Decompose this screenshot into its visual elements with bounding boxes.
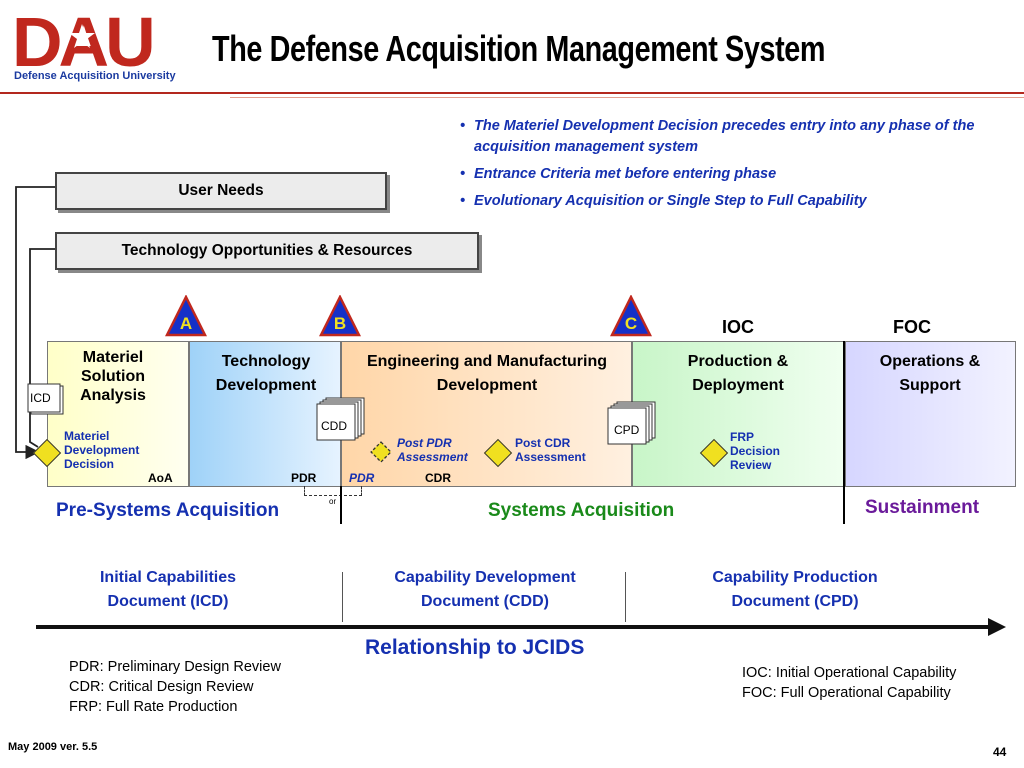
bullet-list: The Materiel Development Decision preced… bbox=[458, 116, 1018, 218]
phase-title-os: Operations & Support bbox=[879, 353, 981, 394]
input-connector bbox=[15, 186, 55, 460]
cdd-label: CDD bbox=[321, 419, 347, 433]
pdr-italic-label: PDR bbox=[349, 471, 375, 485]
bullet-item: The Materiel Development Decision preced… bbox=[458, 116, 1018, 158]
legend-item: FRP: Full Rate Production bbox=[69, 699, 238, 715]
logo-subtitle: Defense Acquisition University bbox=[14, 70, 176, 82]
header-divider bbox=[0, 92, 1024, 94]
legend-left: PDR: Preliminary Design Review CDR: Crit… bbox=[69, 657, 281, 717]
bullet-item: Evolutionary Acquisition or Single Step … bbox=[458, 191, 1018, 212]
aoa-label: AoA bbox=[148, 471, 173, 485]
legend-item: PDR: Preliminary Design Review bbox=[69, 659, 281, 675]
phase-title-td: Technology Development bbox=[215, 353, 317, 394]
post-cdr-label: Post CDR Assessment bbox=[515, 436, 586, 464]
phase-emd bbox=[341, 341, 632, 487]
jcids-relationship-title: Relationship to JCIDS bbox=[365, 636, 585, 659]
cpd-label: CPD bbox=[614, 423, 640, 437]
cdr-label: CDR bbox=[425, 471, 451, 485]
legend-item: CDR: Critical Design Review bbox=[69, 679, 254, 695]
milestone-b-icon bbox=[319, 295, 361, 337]
phase-technology-development bbox=[189, 341, 341, 487]
phase-title-emd: Engineering and Manufacturing Developmen… bbox=[366, 353, 607, 394]
jcids-cpd-label: Capability Production Document (CPD) bbox=[712, 569, 878, 610]
technology-opportunities-box: Technology Opportunities & Resources bbox=[55, 232, 479, 270]
mdd-label: Materiel Development Decision bbox=[64, 429, 140, 471]
icd-label: ICD bbox=[30, 391, 51, 405]
pdr-alternative-bracket bbox=[304, 486, 362, 496]
milestone-c-label: C bbox=[624, 314, 638, 333]
post-pdr-label: Post PDR Assessment bbox=[397, 436, 468, 464]
phase-materiel-solution-analysis bbox=[47, 341, 189, 487]
legend-right: IOC: Initial Operational Capability FOC:… bbox=[742, 663, 956, 703]
sustainment-label: Sustainment bbox=[865, 497, 980, 518]
phase-operations-support bbox=[845, 341, 1016, 487]
cdd-document-icon bbox=[316, 397, 365, 441]
pre-systems-acquisition-label: Pre-Systems Acquisition bbox=[56, 500, 280, 521]
jcids-icd-label: Initial Capabilities Document (ICD) bbox=[99, 569, 237, 610]
foc-label: FOC bbox=[893, 317, 931, 337]
pre-systems-divider bbox=[340, 486, 342, 524]
frp-label: FRP Decision Review bbox=[730, 430, 781, 472]
sustainment-divider bbox=[843, 341, 845, 524]
jcids-cdd-label: Capability Development Document (CDD) bbox=[394, 569, 576, 610]
ioc-label: IOC bbox=[722, 317, 755, 337]
milestone-c-icon bbox=[610, 295, 652, 337]
legend-item: FOC: Full Operational Capability bbox=[742, 685, 951, 701]
systems-acquisition-label: Systems Acquisition bbox=[488, 500, 675, 521]
version-footer: May 2009 ver. 5.5 bbox=[8, 741, 98, 753]
milestone-a-label: A bbox=[179, 314, 193, 333]
bullet-item: Entrance Criteria met before entering ph… bbox=[458, 164, 1018, 185]
icd-document-icon bbox=[27, 383, 64, 415]
phase-title-pd: Production & Deployment bbox=[687, 353, 789, 394]
page-number: 44 bbox=[993, 745, 1007, 759]
jcids-timeline-arrow bbox=[36, 618, 1006, 636]
jcids-divider bbox=[625, 572, 626, 622]
cpd-document-icon bbox=[607, 401, 656, 445]
milestone-b-label: B bbox=[333, 314, 347, 333]
phase-production-deployment bbox=[632, 341, 845, 487]
legend-item: IOC: Initial Operational Capability bbox=[742, 665, 957, 681]
dau-logo: DAU bbox=[12, 6, 156, 72]
header-divider-thin bbox=[230, 97, 1024, 98]
page-title: The Defense Acquisition Management Syste… bbox=[212, 28, 826, 69]
post-pdr-diamond-icon bbox=[370, 441, 392, 463]
user-needs-box: User Needs bbox=[55, 172, 387, 210]
phase-title-msa: Materiel Solution Analysis bbox=[80, 349, 146, 404]
pdr-label: PDR bbox=[291, 471, 317, 485]
jcids-divider bbox=[342, 572, 343, 622]
or-label: or bbox=[329, 497, 337, 506]
milestone-a-icon bbox=[165, 295, 207, 337]
